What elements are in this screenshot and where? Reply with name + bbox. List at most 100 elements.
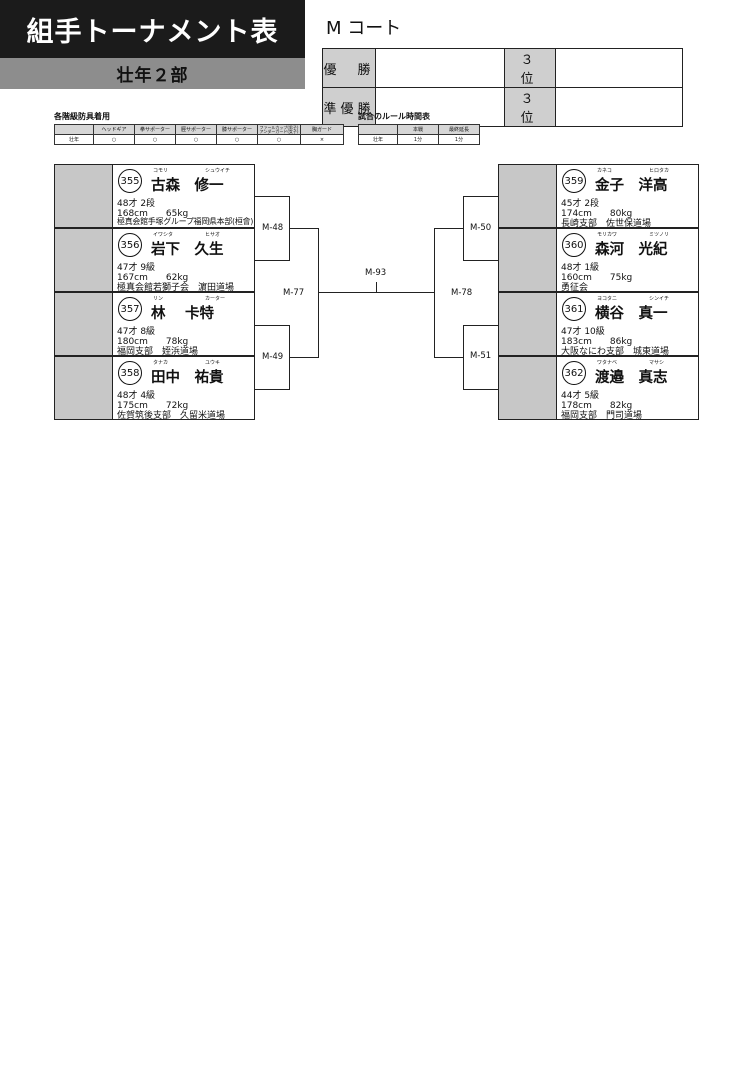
winner-label: 優 勝	[322, 48, 376, 88]
bracket-line	[463, 325, 464, 390]
gear-cell-5: ○	[257, 134, 301, 145]
third-label-1: ３ 位	[504, 48, 556, 88]
seed-box[interactable]	[499, 357, 557, 419]
player-height-weight: 160cm 75kg	[561, 273, 633, 283]
player-age-rank: 48才 1級	[561, 263, 600, 273]
player-age-rank: 47才 9級	[117, 263, 156, 273]
results-table: 優 勝 ３ 位 準優勝 ３ 位	[322, 48, 683, 127]
player-age-rank: 47才 10級	[561, 327, 605, 337]
seed-box[interactable]	[55, 357, 113, 419]
seed-box[interactable]	[55, 165, 113, 227]
player-kana-family: タナカ	[153, 360, 169, 366]
gear-cell-3: ○	[175, 134, 217, 145]
runner-up-label: 準優勝	[322, 87, 376, 127]
player-age-rank: 48才 2段	[117, 199, 156, 209]
gear-caption: 各階級防具着用	[54, 112, 110, 121]
third-field-2[interactable]	[555, 87, 683, 127]
seed-box[interactable]	[499, 229, 557, 291]
gear-header-5: ファールカップ(男子) アンダーガード(女子)	[257, 124, 301, 135]
player-number: 355	[118, 169, 142, 193]
player-kana-family: イワシタ	[153, 232, 174, 238]
player-affiliation: 佐賀筑後支部 久留米道場	[117, 411, 226, 421]
player-height-weight: 183cm 86kg	[561, 337, 633, 347]
gear-header-6: 胸ガード	[300, 124, 344, 135]
bracket-line	[255, 389, 289, 390]
player-name: 金子 洋高	[595, 178, 668, 194]
rules-caption: 試合のルール時間表	[358, 112, 430, 121]
match-label-m50: M-50	[470, 223, 492, 233]
player-age-rank: 47才 8級	[117, 327, 156, 337]
rules-cell-0: 壮年	[358, 134, 398, 145]
match-label-m51: M-51	[470, 351, 492, 361]
rules-header-2: 最終延長	[438, 124, 480, 135]
seed-box[interactable]	[499, 293, 557, 355]
bracket-line	[318, 292, 434, 293]
player-kana-given: ユウキ	[205, 360, 221, 366]
player-kana-family: ワタナベ	[597, 360, 618, 366]
court-label: M コート	[326, 18, 402, 39]
player-age-rank: 48才 4級	[117, 391, 156, 401]
third-field-1[interactable]	[555, 48, 683, 88]
player-height-weight: 167cm 62kg	[117, 273, 189, 283]
gear-header-0	[54, 124, 94, 135]
winner-field[interactable]	[375, 48, 505, 88]
bracket-line	[289, 228, 318, 229]
gear-header-2: 拳サポーター	[134, 124, 176, 135]
player-name: 田中 祐貴	[151, 370, 224, 386]
gear-cell-2: ○	[134, 134, 176, 145]
gear-cell-6: ×	[300, 134, 344, 145]
player-kana-family: ヨコタニ	[597, 296, 618, 302]
gear-cell-4: ○	[216, 134, 258, 145]
player-number: 356	[118, 233, 142, 257]
player-kana-given: シンイチ	[649, 296, 670, 302]
player-kana-given: ヒサオ	[205, 232, 221, 238]
gear-header-3: 脛サポーター	[175, 124, 217, 135]
player-kana-given: ミツノリ	[649, 232, 670, 238]
rules-header-1: 本戦	[397, 124, 439, 135]
bracket-line	[463, 196, 498, 197]
player-name: 林 卡特	[151, 306, 215, 322]
seed-box[interactable]	[55, 293, 113, 355]
bracket-line	[434, 228, 435, 358]
player-name: 古森 修一	[151, 178, 224, 194]
seed-box[interactable]	[499, 165, 557, 227]
bracket-line	[463, 196, 464, 261]
player-affiliation: 極真会館手塚グループ福岡県本部(桓會)	[117, 217, 254, 226]
rules-table: 本戦 最終延長 壮年 1分 1分	[358, 124, 480, 145]
rules-cell-1: 1分	[397, 134, 439, 145]
player-kana-given: シュウイチ	[205, 168, 231, 174]
match-label-m78: M-78	[451, 288, 473, 298]
player-kana-given: マサシ	[649, 360, 665, 366]
player-name: 渡邉 真志	[595, 370, 668, 386]
page-title: 組手トーナメント表	[0, 0, 305, 58]
match-label-m93: M-93	[365, 268, 387, 278]
match-label-m77: M-77	[283, 288, 305, 298]
player-number: 361	[562, 297, 586, 321]
player-kana-family: モリカワ	[597, 232, 618, 238]
gear-header-4: 膝サポーター	[216, 124, 258, 135]
player-affiliation: 福岡支部 姪浜道場	[117, 347, 199, 357]
player-affiliation: 極真会館若獅子会 濵田道場	[117, 283, 235, 293]
division-label: 壮年２部	[0, 58, 305, 89]
player-kana-family: リン	[153, 296, 164, 302]
bracket-line	[255, 196, 289, 197]
player-name: 森河 光紀	[595, 242, 668, 258]
player-number: 362	[562, 361, 586, 385]
bracket-line	[463, 325, 498, 326]
player-height-weight: 168cm 65kg	[117, 209, 189, 219]
bracket-line	[289, 357, 318, 358]
seed-box[interactable]	[55, 229, 113, 291]
